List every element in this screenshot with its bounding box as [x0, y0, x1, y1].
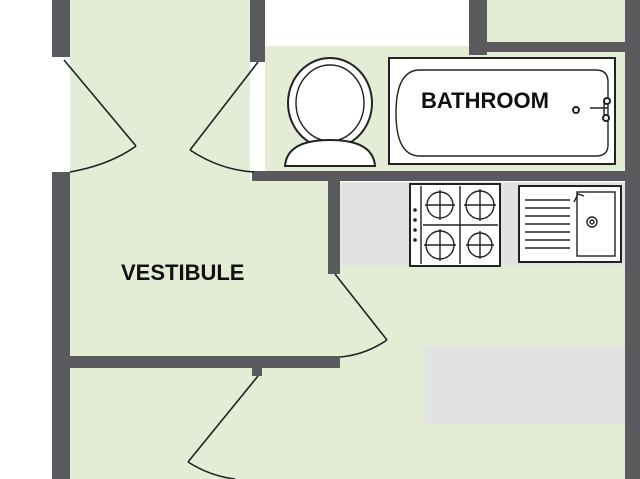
- wall-mid-upper: [250, 0, 265, 62]
- door-top-left: [63, 59, 137, 173]
- floor-vestibule: [70, 180, 330, 360]
- wall-vestibule-right: [328, 180, 340, 274]
- wall-top-right-post: [469, 0, 487, 55]
- door-top-mid: [189, 61, 259, 173]
- wall-right: [625, 0, 640, 479]
- wall-vestibule-bottom: [70, 356, 340, 368]
- wall-bathroom-bottom: [252, 171, 637, 181]
- door-bottom: [187, 375, 259, 479]
- room-label-vestibule: VESTIBULE: [121, 260, 244, 285]
- door-vestibule-right: [334, 273, 388, 358]
- bathtub-icon: [388, 57, 616, 165]
- doors: [63, 59, 388, 479]
- walls: [52, 0, 640, 479]
- sink-icon: [518, 185, 622, 263]
- room-label-bathroom: BATHROOM: [421, 88, 549, 113]
- hob-icon: [409, 183, 501, 267]
- counter-side: [425, 346, 625, 424]
- floor-top-right: [487, 0, 625, 42]
- wall-stub: [252, 356, 262, 376]
- wall-left-lower: [52, 172, 70, 479]
- floor-bottom-left: [70, 368, 332, 479]
- floor-top-left: [70, 0, 250, 182]
- wall-left-upper: [52, 0, 70, 57]
- toilet-icon: [283, 57, 377, 167]
- wall-top-right-bottom: [475, 42, 640, 52]
